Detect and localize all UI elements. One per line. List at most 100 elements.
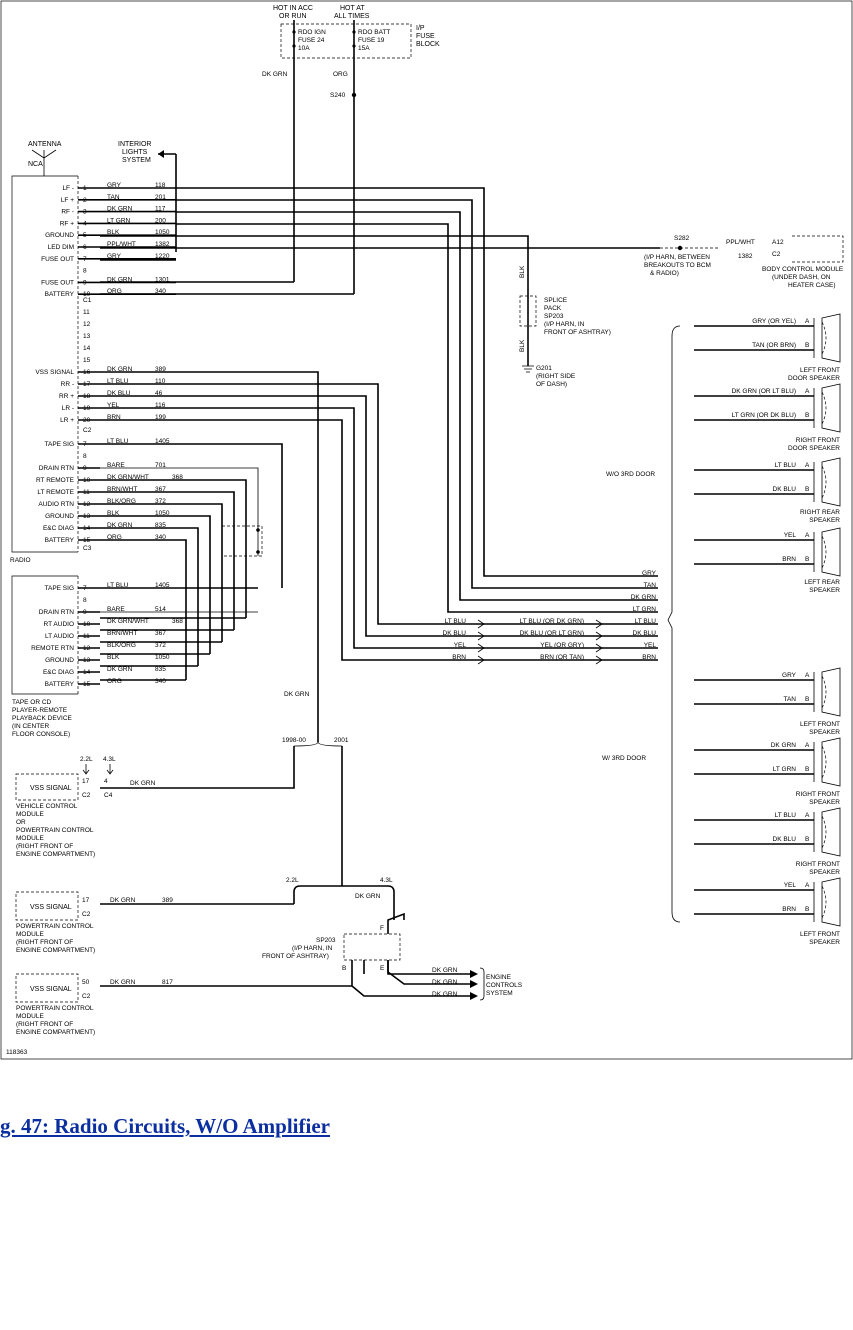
pin-b: B xyxy=(805,412,809,419)
wire-color: BLK xyxy=(107,229,120,236)
tape-title-line: TAPE OR CD xyxy=(12,699,52,706)
bus-wire-label: LT BLU (OR DK GRN) xyxy=(520,618,584,625)
pin-a: A xyxy=(805,812,810,819)
circuit-number: 1382 xyxy=(155,241,170,248)
svg-text:DK GRN: DK GRN xyxy=(432,967,458,974)
circuit-number: 340 xyxy=(155,534,166,541)
speaker: DK GRN (OR LT BLU)LT GRN (OR DK BLU)ABRI… xyxy=(694,383,841,452)
svg-text:ALL TIMES: ALL TIMES xyxy=(334,13,370,20)
diagram-frame xyxy=(0,0,853,1060)
wire-color: BLK/ORG xyxy=(107,498,136,505)
wire-color: DK GRN/WHT xyxy=(107,474,149,481)
speaker-name: SPEAKER xyxy=(809,939,840,946)
module-title-line: MODULE xyxy=(16,931,44,938)
svg-text:RDO BATT: RDO BATT xyxy=(358,29,390,36)
pin-label: FUSE OUT xyxy=(41,256,74,263)
svg-text:4.3L: 4.3L xyxy=(103,756,116,763)
model-year-split: 1998-00 2001 xyxy=(100,737,349,886)
pin-label: REMOTE RTN xyxy=(31,645,74,652)
circuit-number: 372 xyxy=(155,498,166,505)
speaker-wire-a: DK GRN xyxy=(771,742,797,749)
arrow-left-icon xyxy=(158,150,164,158)
svg-text:C4: C4 xyxy=(104,792,113,799)
ground-splice-pack: BLK BLK SPLICE PACK SP203 (I/P HARN, IN … xyxy=(519,265,611,388)
module-title-line: ENGINE COMPARTMENT) xyxy=(16,851,95,858)
svg-text:(I/P HARN, IN: (I/P HARN, IN xyxy=(544,321,585,328)
pin-label: TAPE SIG xyxy=(45,441,75,448)
wire-color: BLK xyxy=(107,654,120,661)
speaker-wire-b: TAN (OR BRN) xyxy=(752,342,796,349)
pin-label: LR + xyxy=(60,417,74,424)
bus-wire-label: YEL xyxy=(644,642,657,649)
wire-color: DK GRN xyxy=(107,206,133,213)
speaker-wire-a: GRY xyxy=(782,672,797,679)
svg-text:BREAKOUTS TO BCM: BREAKOUTS TO BCM xyxy=(644,262,711,269)
arrow-down-icon xyxy=(82,764,114,775)
speaker-wire-b: DK BLU xyxy=(773,486,797,493)
wire-color: LT BLU xyxy=(107,438,129,445)
antenna-icon xyxy=(31,149,57,176)
pin-label: LT AUDIO xyxy=(45,633,74,640)
bus-wire-label: BRN xyxy=(452,654,466,661)
module-title-line: MODULE xyxy=(16,811,44,818)
module-title-line: ENGINE COMPARTMENT) xyxy=(16,947,95,954)
svg-text:G201: G201 xyxy=(536,365,552,372)
wire-color: BARE xyxy=(107,606,125,613)
ground-icon xyxy=(522,365,534,373)
svg-text:(RIGHT SIDE: (RIGHT SIDE xyxy=(536,373,576,380)
wire-color: BRN/WHT xyxy=(107,630,137,637)
battery-wire-label: ORG xyxy=(333,71,348,78)
wire-color: TAN xyxy=(107,194,120,201)
splice-s240-label: S240 xyxy=(330,92,346,99)
svg-text:S282: S282 xyxy=(674,235,690,242)
figure-caption[interactable]: g. 47: Radio Circuits, W/O Amplifier xyxy=(0,1114,330,1138)
pin-label: E&C DIAG xyxy=(43,525,74,532)
pin-a: A xyxy=(805,882,810,889)
wire-color: ORG xyxy=(107,288,122,295)
circuit-number: 372 xyxy=(155,642,166,649)
speaker-name: LEFT FRONT xyxy=(800,721,840,728)
bus-wire-label: BRN xyxy=(642,654,656,661)
circuit-number: 1050 xyxy=(155,510,170,517)
bus-wire-label: TAN xyxy=(643,582,656,589)
wire-color: BLK xyxy=(107,510,120,517)
circuit-number: 367 xyxy=(155,486,166,493)
svg-text:SYSTEM: SYSTEM xyxy=(486,990,513,997)
pin-label: LED DIM xyxy=(48,244,74,251)
pin-label: LF - xyxy=(62,185,74,192)
svg-text:SPLICE: SPLICE xyxy=(544,297,568,304)
module-title-line: OR xyxy=(16,819,26,826)
fuse-block: HOT IN ACC OR RUN HOT AT ALL TIMES I/P F… xyxy=(273,5,440,59)
svg-text:(UNDER DASH, ON: (UNDER DASH, ON xyxy=(772,274,831,281)
pin-label: GROUND xyxy=(45,513,74,520)
module-title-line: POWERTRAIN CONTROL xyxy=(16,1005,94,1012)
svg-text:DK GRN: DK GRN xyxy=(110,979,136,986)
svg-text:VSS SIGNAL: VSS SIGNAL xyxy=(30,785,72,792)
speaker-wire-b: DK BLU xyxy=(773,836,797,843)
svg-text:BLK: BLK xyxy=(519,265,526,278)
svg-text:FRONT OF ASHTRAY): FRONT OF ASHTRAY) xyxy=(262,953,329,960)
circuit-number: 1050 xyxy=(155,654,170,661)
circuit-number: 200 xyxy=(155,217,166,224)
wire-color: DK GRN xyxy=(107,276,133,283)
svg-text:(I/P HARN, IN: (I/P HARN, IN xyxy=(292,945,333,952)
svg-text:B: B xyxy=(342,965,346,972)
circuit-number: 368 xyxy=(172,618,183,625)
pin-label: RR + xyxy=(59,393,74,400)
svg-text:I/P: I/P xyxy=(416,25,425,32)
speaker-name: RIGHT REAR xyxy=(800,509,840,516)
svg-text:ANTENNA: ANTENNA xyxy=(28,141,62,148)
circuit-number: 199 xyxy=(155,414,166,421)
speaker-name: SPEAKER xyxy=(809,729,840,736)
svg-text:C1: C1 xyxy=(83,297,92,304)
circuit-number: 835 xyxy=(155,666,166,673)
vss-wire-label: DK GRN xyxy=(284,691,310,698)
body-control-module: S282 PPL/WHT 1382 A12 C2 (I/P HARN, BETW… xyxy=(644,235,844,289)
splice-s240-icon xyxy=(351,92,357,98)
svg-text:DK GRN: DK GRN xyxy=(432,979,458,986)
speaker-wire-b: BRN xyxy=(782,906,796,913)
wire-color: BRN xyxy=(107,414,121,421)
svg-text:C2: C2 xyxy=(82,993,91,1000)
